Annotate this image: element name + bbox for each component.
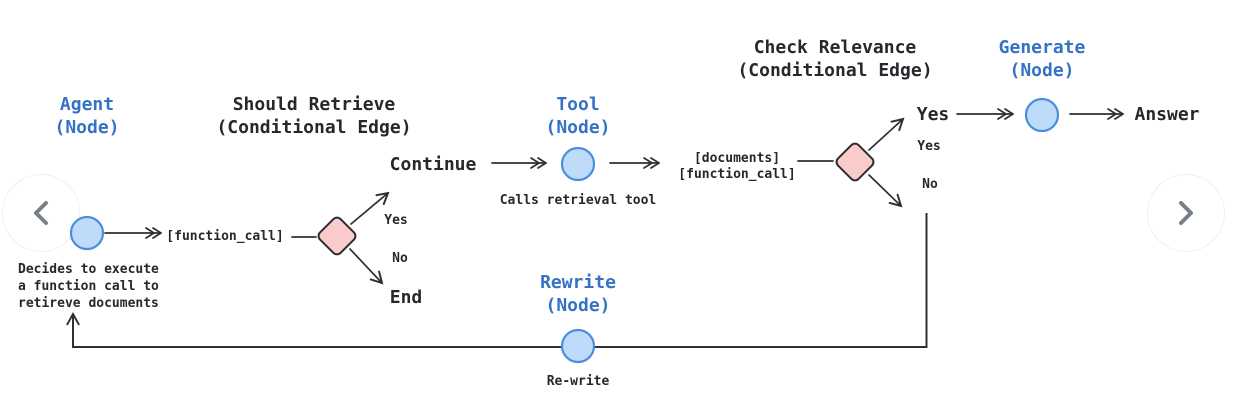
tool-output-line-documents: [documents] <box>693 151 781 166</box>
agent-caption-line: Decides to execute <box>18 262 159 277</box>
agent-title-line: Agent <box>59 94 115 115</box>
check-relevance-diamond <box>835 142 875 182</box>
arrow-check-relevance-yes <box>868 117 905 151</box>
tool-type-line: (Node) <box>545 117 611 138</box>
agent-title: Agent (Node) <box>54 93 119 139</box>
tool-caption: Calls retrieval tool <box>499 193 657 208</box>
check-relevance-type-line: (Conditional Edge) <box>737 60 933 81</box>
rewrite-title: Rewrite (Node) <box>540 271 616 317</box>
should-retrieve-yes-label: Yes <box>384 213 408 228</box>
tool-title: Tool (Node) <box>545 93 610 139</box>
rewrite-caption: Re-write <box>546 374 610 389</box>
tool-output-line-function-call: [function_call] <box>678 167 796 182</box>
generate-title-line: Generate <box>998 37 1086 58</box>
function-call-edge-label: [function_call] <box>166 229 284 244</box>
end-label: End <box>389 287 423 308</box>
arrow-check-relevance-no <box>868 174 903 208</box>
should-retrieve-title: Should Retrieve (Conditional Edge) <box>216 93 411 139</box>
chevron-right-icon <box>1179 201 1193 225</box>
continue-label: Continue <box>389 154 477 175</box>
generate-title: Generate (Node) <box>999 36 1086 82</box>
check-relevance-yes-label: Yes <box>917 139 941 154</box>
chevron-left-icon <box>34 201 48 225</box>
answer-label: Answer <box>1134 104 1200 125</box>
carousel-prev-button[interactable] <box>2 174 80 252</box>
should-retrieve-type-line: (Conditional Edge) <box>216 117 412 138</box>
check-relevance-yes-target-label: Yes <box>916 104 950 125</box>
should-retrieve-title-line: Should Retrieve <box>232 94 396 115</box>
agent-caption-line: a function call to <box>18 279 159 294</box>
tool-output-label: [documents] [function_call] <box>678 151 795 183</box>
generate-node-circle <box>1024 97 1060 133</box>
agent-caption: Decides to execute a function call to re… <box>18 261 159 312</box>
rewrite-title-line: Rewrite <box>540 272 616 293</box>
rewrite-node-circle <box>560 328 596 364</box>
rewrite-type-line: (Node) <box>545 295 611 316</box>
arrow-should-retrieve-yes <box>350 191 390 225</box>
agent-type-line: (Node) <box>54 117 120 138</box>
should-retrieve-diamond <box>317 216 357 256</box>
carousel-next-button[interactable] <box>1147 174 1225 252</box>
should-retrieve-no-label: No <box>392 251 408 266</box>
check-relevance-title: Check Relevance (Conditional Edge) <box>737 36 932 82</box>
tool-title-line: Tool <box>556 94 600 115</box>
tool-node-circle <box>560 146 596 182</box>
check-relevance-title-line: Check Relevance <box>753 37 917 58</box>
check-relevance-no-label: No <box>922 177 938 192</box>
arrow-should-retrieve-no <box>349 248 384 285</box>
agent-caption-line: retireve documents <box>18 296 159 311</box>
generate-type-line: (Node) <box>1009 60 1075 81</box>
